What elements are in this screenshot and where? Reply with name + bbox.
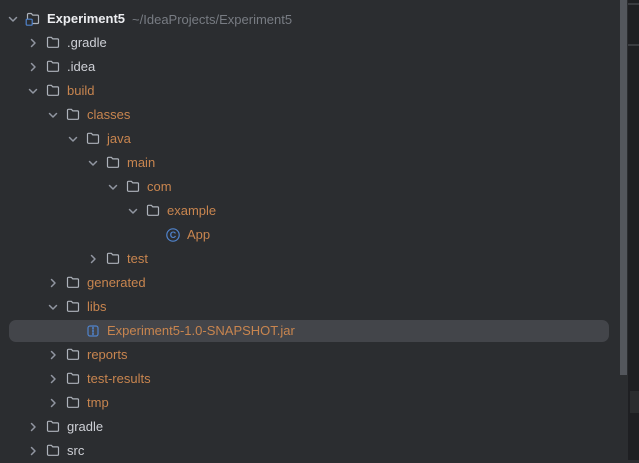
tree-item-label: main [127,155,156,170]
tree-row-java[interactable]: java [0,127,628,151]
tree-row-test[interactable]: test [0,247,628,271]
project-folder-icon [25,11,41,27]
chevron-placeholder [145,227,161,243]
folder-icon [65,107,81,123]
tree-row-libs[interactable]: libs [0,295,628,319]
folder-icon [125,179,141,195]
tree-item-label: reports [87,347,128,362]
tree-row-classes[interactable]: classes [0,103,628,127]
vertical-scrollbar-thumb[interactable] [620,0,627,375]
folder-icon [45,59,61,75]
tree-item-label: test [127,251,148,266]
folder-icon [45,419,61,435]
folder-icon [65,275,81,291]
tree-item-label: test-results [87,371,151,386]
chevron-collapsed-icon[interactable] [45,371,61,387]
chevron-expanded-icon[interactable] [105,179,121,195]
chevron-expanded-icon[interactable] [45,107,61,123]
tree-row-reports[interactable]: reports [0,343,628,367]
tree-row-example[interactable]: example [0,199,628,223]
tree-row-main[interactable]: main [0,151,628,175]
chevron-expanded-icon[interactable] [125,203,141,219]
tree-item-label: example [167,203,217,218]
tree-item-label: .gradle [67,35,107,50]
project-path: ~/IdeaProjects/Experiment5 [132,11,293,27]
tree-item-label: App [187,227,211,242]
chevron-expanded-icon[interactable] [85,155,101,171]
tree-row--gradle[interactable]: .gradle [0,31,628,55]
chevron-collapsed-icon[interactable] [45,347,61,363]
tree-item-label: .idea [67,59,96,74]
tree-item-label: java [107,131,131,146]
folder-icon [105,155,121,171]
class-icon: C [165,227,181,243]
chevron-expanded-icon[interactable] [45,299,61,315]
tree-item-label: com [147,179,172,194]
tree-item-label: Experiment5-1.0-SNAPSHOT.jar [107,323,295,338]
chevron-collapsed-icon[interactable] [85,251,101,267]
chevron-expanded-icon[interactable] [25,83,41,99]
editor-edge-strip [628,0,639,460]
tree-item-label: libs [87,299,107,314]
tree-item-label: classes [87,107,131,122]
chevron-collapsed-icon[interactable] [25,35,41,51]
tree-row-app[interactable]: C App [0,223,628,247]
chevron-expanded-icon[interactable] [5,11,21,27]
tree-item-label: Experiment5 [47,11,126,26]
folder-icon [65,395,81,411]
tree-row-com[interactable]: com [0,175,628,199]
chevron-collapsed-icon[interactable] [25,443,41,459]
tree-item-label: build [67,83,95,98]
tree-row-tmp[interactable]: tmp [0,391,628,415]
chevron-collapsed-icon[interactable] [45,395,61,411]
folder-icon [85,131,101,147]
tree-item-label: src [67,443,85,458]
tree-row-experiment5-1-0-snapshot-jar[interactable]: Experiment5-1.0-SNAPSHOT.jar [0,319,628,343]
folder-icon [65,371,81,387]
folder-icon [145,203,161,219]
tree-row-experiment5[interactable]: Experiment5 ~/IdeaProjects/Experiment5 [0,7,628,31]
svg-text:C: C [170,230,177,240]
chevron-collapsed-icon[interactable] [25,419,41,435]
folder-icon [65,299,81,315]
folder-icon [105,251,121,267]
chevron-expanded-icon[interactable] [65,131,81,147]
tree-row-generated[interactable]: generated [0,271,628,295]
jar-icon [85,323,101,339]
folder-icon [45,35,61,51]
chevron-collapsed-icon[interactable] [45,275,61,291]
editor-edge-scrollbar-fragment [630,391,639,413]
folder-icon [65,347,81,363]
tree-row--idea[interactable]: .idea [0,55,628,79]
tree-row-build[interactable]: build [0,79,628,103]
editor-edge-separator [628,44,639,46]
project-tree: Experiment5 ~/IdeaProjects/Experiment5 .… [0,7,628,463]
editor-edge-separator-top [628,3,639,5]
folder-icon [45,83,61,99]
tree-row-gradle[interactable]: gradle [0,415,628,439]
chevron-collapsed-icon[interactable] [25,59,41,75]
tree-row-src[interactable]: src [0,439,628,463]
tree-item-label: generated [87,275,146,290]
tree-item-label: gradle [67,419,104,434]
chevron-placeholder [65,323,81,339]
tree-row-test-results[interactable]: test-results [0,367,628,391]
folder-icon [45,443,61,459]
tree-item-label: tmp [87,395,109,410]
